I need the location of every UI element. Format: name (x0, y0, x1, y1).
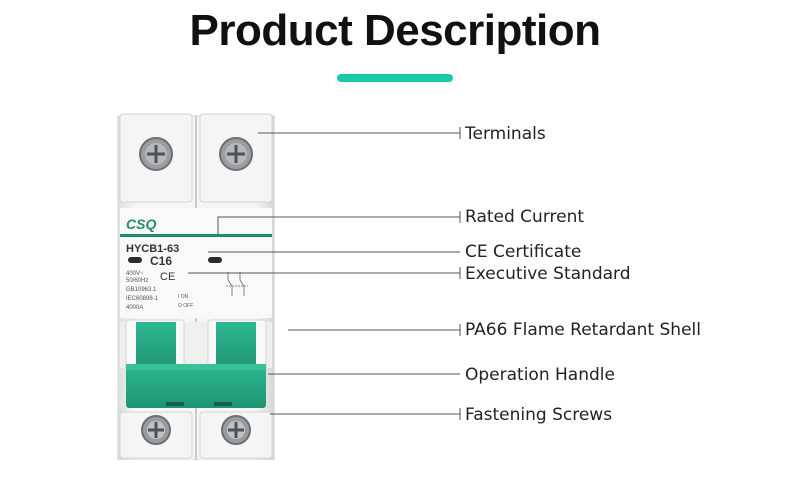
bottom-screw-left-icon (141, 415, 171, 445)
callout-terminals: Terminals (465, 124, 546, 144)
voltage-text: 400V~ (126, 271, 144, 277)
callout-line-executive-standard (188, 267, 461, 279)
top-screw-left-icon (139, 137, 173, 171)
operation-handle (126, 364, 266, 408)
title-underline (337, 74, 453, 82)
wiring-diagram-icon (226, 272, 248, 296)
callout-executive-standard: Executive Standard (465, 264, 631, 284)
standard-2-text: IEC60898-1 (126, 296, 159, 302)
page-title: Product Description (189, 6, 602, 55)
brand-logo: CSQ (126, 216, 156, 232)
breaking-capacity-text: 4000A (126, 305, 143, 311)
callout-operation-handle: Operation Handle (465, 365, 615, 385)
on-label-text: I ON (178, 294, 189, 300)
callout-fastening-screws: Fastening Screws (465, 405, 613, 425)
bottom-screw-right-icon (221, 415, 251, 445)
top-screw-right-icon (219, 137, 253, 171)
callout-ce-certificate: CE Certificate (465, 242, 582, 262)
callout-line-terminals (258, 127, 461, 139)
circuit-breaker-image: CSQ HYCB1-63 C16 400V~ 50/60Hz CE GB1096… (117, 113, 275, 460)
callout-flame-retardant-shell: PA66 Flame Retardant Shell (465, 320, 701, 340)
ce-mark: CE (160, 271, 175, 283)
model-text: HYCB1-63 (126, 243, 179, 255)
callout-rated-current: Rated Current (465, 207, 585, 227)
callout-line-rated-current (217, 211, 461, 236)
standard-1-text: GB10963.1 (126, 287, 157, 293)
rating-text: C16 (150, 254, 172, 268)
frequency-text: 50/60Hz (126, 278, 148, 284)
off-label-text: O OFF (178, 303, 193, 309)
callout-line-screws (270, 408, 461, 420)
callout-line-shell (288, 324, 461, 336)
